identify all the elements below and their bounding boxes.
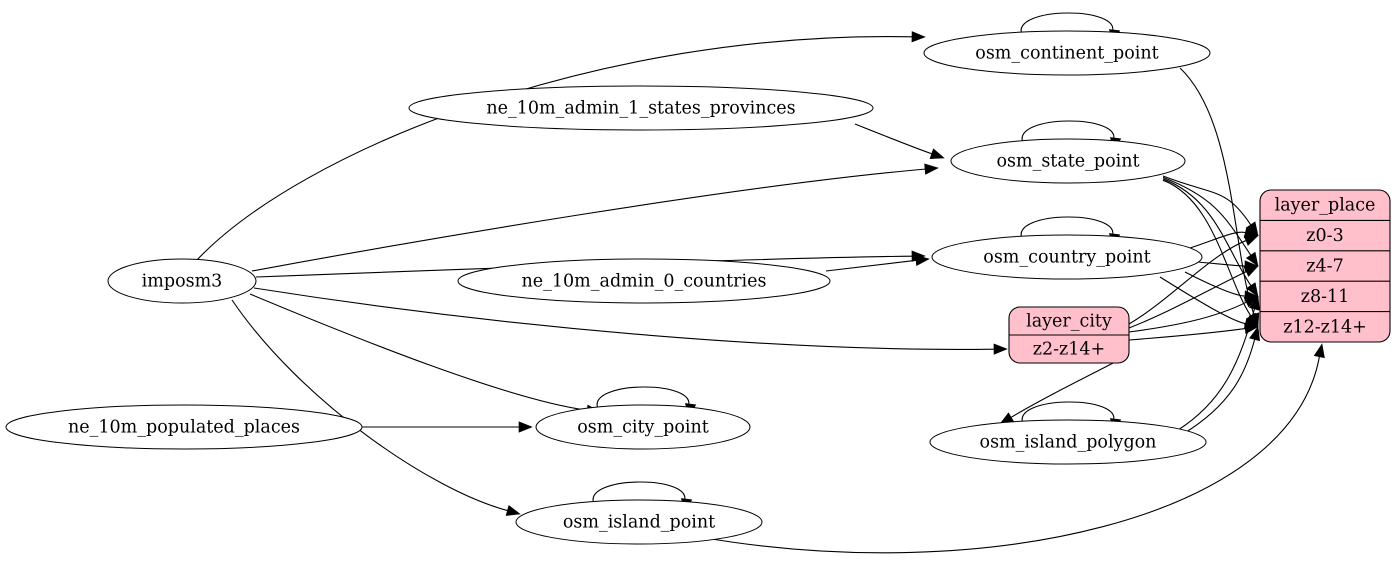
edge-osm_state_point-layer_place-row3-arrowhead [1245, 282, 1259, 298]
node-label-osm_island_polygon: osm_island_polygon [980, 433, 1157, 453]
edge-self-osm_country_point [1020, 216, 1114, 240]
edge-osm_state_point-layer_place-row1 [1162, 175, 1252, 226]
record-node-layer_place[interactable]: layer_place z0-3 z4-7 z8-11 z12-z14+ [1259, 189, 1391, 343]
edge-imposm3-osm_state_point [251, 168, 926, 272]
edge-self-osm_island_point [592, 481, 686, 505]
edge-ne_places-osm_city_point-arrowhead [518, 421, 533, 433]
edge-osm_country_point-layer_place-row1 [1189, 231, 1246, 249]
edge-ne_countries-osm_country_point [825, 259, 917, 272]
node-ellipse-ne_10m_admin_0_countries [457, 258, 831, 304]
edge-self-osm_state_point [1021, 120, 1115, 144]
edge-imposm3-osm_continent_point-arrowhead [911, 31, 926, 43]
record-node-layer_city[interactable]: layer_city z2-z14+ [1008, 306, 1130, 364]
edge-imposm3-layer_city [253, 287, 995, 350]
node-label-osm_island_point: osm_island_point [563, 513, 715, 533]
edge-imposm3-osm_island_point-arrowhead [505, 505, 521, 516]
node-osm_city_point[interactable]: osm_city_point [535, 404, 751, 450]
edge-osm_state_point-layer_place-row4 [1162, 179, 1252, 317]
edge-self-osm_island_polygon [1021, 401, 1115, 425]
edge-osm_continent_point-layer_place-z12 [1179, 67, 1255, 315]
edge-ne_states-osm_state_point [854, 123, 932, 155]
edge-layer_city-layer_place-row2-arrowhead [1243, 265, 1259, 277]
edge-layer_city-layer_place-row2 [1128, 271, 1247, 329]
node-ellipse-imposm3 [107, 258, 257, 304]
node-ellipse-osm_state_point [950, 138, 1186, 184]
edge-osm_island_polygon-layer_place-row3 [1177, 308, 1255, 431]
node-label-imposm3: imposm3 [142, 272, 223, 292]
edge-osm_state_point-layer_place-row2-arrowhead [1245, 251, 1259, 267]
node-ellipse-osm_continent_point [923, 30, 1211, 76]
node-ne_10m_admin_0_countries[interactable]: ne_10m_admin_0_countries [457, 258, 831, 304]
edge-osm_island_point-layer_place-row4 [699, 356, 1320, 554]
edge-layer_city-layer_place-row1-arrowhead [1243, 235, 1259, 246]
node-osm_state_point[interactable]: osm_state_point [950, 138, 1186, 184]
edge-layer_city-layer_place-row3 [1128, 301, 1247, 333]
edge-osm_state_point-layer_place-row2 [1162, 176, 1252, 256]
record-row-label-layer_place-2[interactable]: z4-7 [1306, 257, 1343, 277]
node-osm_island_point[interactable]: osm_island_point [515, 499, 763, 545]
node-label-osm_city_point: osm_city_point [577, 418, 709, 438]
node-label-ne_10m_admin_1_states_provinces: ne_10m_admin_1_states_provinces [486, 99, 795, 119]
edge-osm_country_point-layer_place-row2 [1197, 261, 1246, 267]
record-row-label-layer_city-1[interactable]: z2-z14+ [1033, 340, 1105, 360]
node-ellipse-osm_city_point [535, 404, 751, 450]
edge-self-osm_city_point [596, 386, 690, 410]
node-label-osm_state_point: osm_state_point [996, 152, 1139, 172]
node-label-ne_10m_populated_places: ne_10m_populated_places [68, 418, 300, 438]
node-label-osm_continent_point: osm_continent_point [975, 44, 1158, 64]
nodes-layer: imposm3 ne_10m_admin_1_states_provincesne… [5, 30, 1391, 545]
node-label-osm_country_point: osm_country_point [983, 248, 1150, 268]
record-row-label-layer_place-0[interactable]: layer_place [1275, 196, 1376, 216]
node-ellipse-osm_island_polygon [929, 419, 1207, 465]
node-osm_country_point[interactable]: osm_country_point [931, 234, 1203, 280]
edge-layer_city-osm_island_polygon [1010, 358, 1122, 418]
node-ellipse-ne_10m_admin_1_states_provinces [408, 85, 874, 131]
edge-osm_island_point-layer_place-row4-arrowhead [1313, 343, 1325, 359]
record-box-layer_place [1259, 189, 1391, 343]
edge-ne_states-osm_state_point-arrowhead [929, 148, 945, 159]
edge-layer_city-layer_place-row3-arrowhead [1243, 296, 1259, 308]
node-ne_10m_populated_places[interactable]: ne_10m_populated_places [5, 404, 363, 450]
edge-osm_country_point-layer_place-row4 [1159, 276, 1246, 325]
edge-osm_island_polygon-layer_place-row3-arrowhead [1248, 295, 1260, 311]
edge-imposm3-osm_state_point-arrowhead [924, 163, 939, 175]
edge-self-osm_continent_point [1020, 12, 1114, 36]
edge-imposm3-osm_island_point [231, 299, 508, 512]
node-osm_island_polygon[interactable]: osm_island_polygon [929, 419, 1207, 465]
edge-imposm3-osm_city_point [249, 293, 588, 411]
edge-osm_state_point-layer_place-row3 [1162, 178, 1252, 286]
node-ne_10m_admin_1_states_provinces[interactable]: ne_10m_admin_1_states_provinces [408, 85, 874, 131]
edge-imposm3-layer_city-arrowhead [993, 343, 1008, 355]
edge-osm_island_polygon-layer_place-row4 [1182, 339, 1256, 435]
node-label-ne_10m_admin_0_countries: ne_10m_admin_0_countries [522, 272, 767, 292]
edge-layer_city-layer_place-row4 [1128, 328, 1246, 341]
record-row-label-layer_place-1[interactable]: z0-3 [1306, 226, 1343, 246]
edge-layer_city-layer_place-row1 [1128, 240, 1247, 325]
node-ellipse-osm_island_point [515, 499, 763, 545]
record-row-label-layer_place-3[interactable]: z8-11 [1301, 287, 1350, 307]
record-row-label-layer_city-0[interactable]: layer_city [1026, 312, 1112, 332]
node-ellipse-osm_country_point [931, 234, 1203, 280]
edge-ne_countries-osm_country_point-arrowhead [915, 254, 930, 266]
node-imposm3[interactable]: imposm3 [107, 258, 257, 304]
edge-osm_island_polygon-layer_place-row4-arrowhead [1249, 326, 1261, 342]
record-row-label-layer_place-4[interactable]: z12-z14+ [1283, 317, 1367, 337]
node-ellipse-ne_10m_populated_places [5, 404, 363, 450]
edge-imposm3-osm_continent_point [195, 35, 913, 262]
node-osm_continent_point[interactable]: osm_continent_point [923, 30, 1211, 76]
